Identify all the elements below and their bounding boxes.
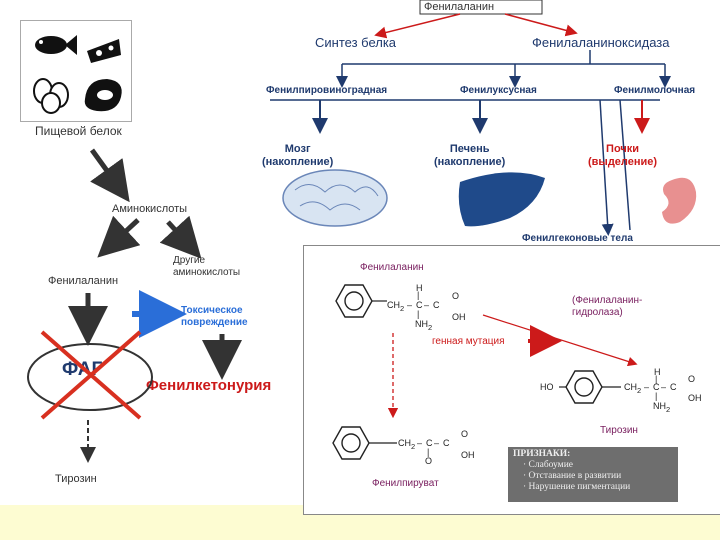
phenylalanine-top-label: Фенилаланин (424, 1, 495, 13)
tyr-bond-b: – (661, 382, 667, 392)
tyr-ring (565, 370, 603, 404)
tyr-h: H (654, 367, 661, 377)
phe-oh: OH (452, 312, 466, 322)
cheese-icon (87, 39, 121, 63)
phe-c1: C (416, 300, 423, 310)
tyr-o: O (688, 374, 696, 384)
eggs-icon (33, 78, 69, 114)
phenylpyruvic-acid-label: Фенилпировиноградная (266, 85, 388, 96)
pp-ch: CH2 (398, 438, 416, 451)
phenylalanine-left-label: Фенилаланин (48, 275, 119, 287)
tyr-bond-up: | (655, 374, 658, 384)
top-pathway-lines (270, 0, 697, 236)
phe-bond-b: – (424, 300, 430, 310)
symptom-item: · Слабоумие (523, 460, 573, 470)
liver-label: Печень (накопление) (434, 143, 506, 168)
food-illustration (20, 20, 132, 122)
meat-icon (84, 79, 122, 112)
phe-h: H (416, 283, 423, 293)
symptoms-box: ПРИЗНАКИ: · Слабоумие · Отставание в раз… (508, 447, 678, 502)
red-cross-2 (40, 330, 142, 420)
toxic-damage-label: Токсическое повреждение (181, 305, 248, 328)
pp-bond-a: – (417, 438, 423, 448)
brain-icon (282, 169, 388, 227)
fish-icon (35, 35, 77, 55)
tyr-oh: OH (688, 393, 702, 403)
chem-phe-title: Фенилаланин (360, 262, 424, 273)
tyr-bond-down: | (655, 391, 658, 401)
food-protein-label: Пищевой белок (35, 124, 122, 138)
tyr-bond-a: – (644, 382, 650, 392)
other-amino-acids-label: Другие аминокислоты (173, 255, 241, 278)
phenyllactic-acid-label: Фенилмолочная (614, 85, 696, 96)
pp-o-top: O (461, 429, 469, 439)
kidney-label: Почки (выделение) (588, 143, 658, 168)
phe-o: O (452, 291, 460, 301)
chem-structures (332, 284, 638, 460)
arrow-to-tyrosine (482, 314, 638, 367)
tyr-c1: C (653, 382, 660, 392)
pah-ellipse (27, 343, 153, 411)
brain-label: Мозг (накопление) (262, 143, 334, 168)
arrow-food-to-amino (89, 148, 130, 203)
liver-icon (458, 172, 545, 227)
symptoms-title: ПРИЗНАКИ: (513, 449, 571, 459)
food-icons (33, 35, 122, 114)
pp-bond-b: – (434, 438, 440, 448)
pp-oh: OH (461, 450, 475, 460)
phe-c2: C (433, 300, 440, 310)
phe-bond-a: – (407, 300, 413, 310)
ketone-bodies-label: Фенилгеконовые тела (522, 233, 633, 244)
phe-oxidase-label: Фенилаланиноксидаза (532, 35, 670, 50)
tyr-ch: CH2 (624, 382, 642, 395)
kidney-icon (662, 177, 697, 224)
amino-acids-label: Аминокислоты (112, 203, 188, 215)
arrow-amino-to-other (159, 215, 202, 259)
pp-o-keto: O (425, 456, 433, 466)
gene-mutation-label: генная мутация (432, 336, 505, 347)
phenylacetic-acid-label: Фенилуксусная (460, 85, 537, 96)
symptom-item: · Нарушение пигментации (523, 482, 631, 492)
tyr-ho: HO (540, 382, 554, 392)
pp-bond-down: | (427, 447, 430, 457)
tyr-nh2: NH2 (653, 401, 671, 414)
tyrosine-left-label: Тирозин (55, 473, 97, 485)
phe-ring (335, 284, 373, 318)
pku-label: Фенилкетонурия (146, 377, 272, 394)
arrow-amino-to-phe (97, 215, 141, 258)
pp-c2: C (443, 438, 450, 448)
phe-top-box (419, 0, 543, 15)
enzyme-label: (Фенилаланин- гидролаза) (572, 295, 643, 318)
tyr-c2: C (670, 382, 677, 392)
pp-c1: C (426, 438, 433, 448)
phe-ch: CH2 (387, 300, 405, 313)
pp-ring (332, 426, 370, 460)
phe-bond-down: | (417, 309, 420, 319)
tyrosine-chem-label: Тирозин (600, 425, 638, 436)
phe-bond-up: | (417, 290, 420, 300)
phenylpyruvate-label: Фенилпируват (372, 478, 439, 489)
phe-nh2: NH2 (415, 319, 433, 332)
protein-synthesis-label: Синтез белка (315, 35, 397, 50)
left-arrows (27, 148, 242, 463)
symptom-item: · Отставание в развитии (523, 471, 622, 481)
